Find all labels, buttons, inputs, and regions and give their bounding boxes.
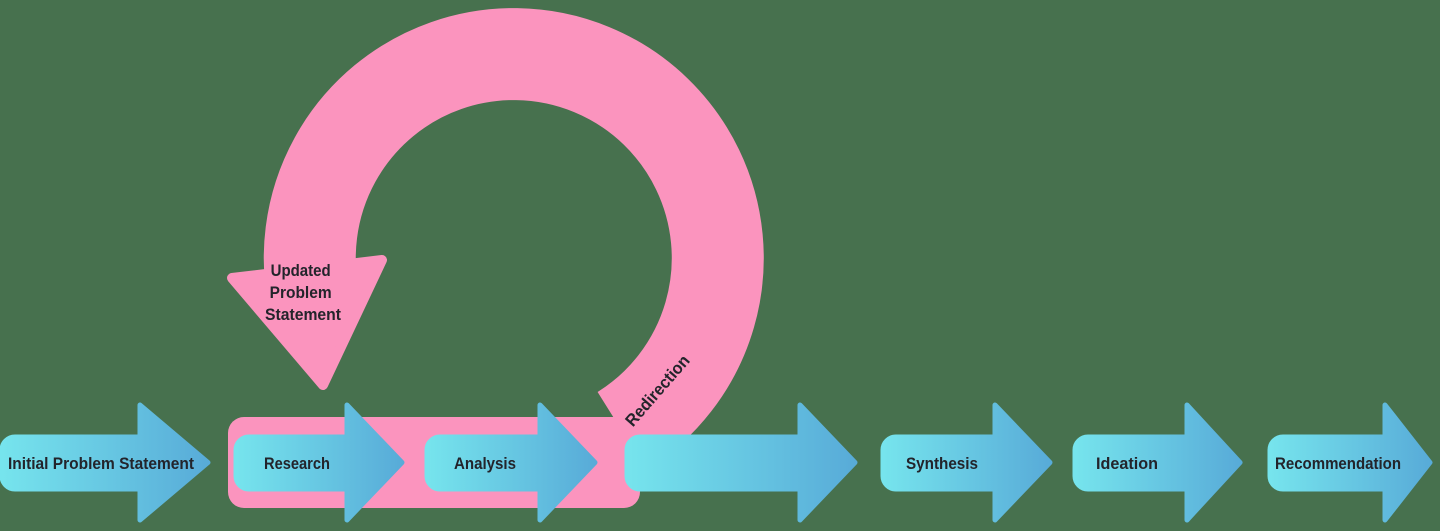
step-label-synthesis: Synthesis [906,454,978,473]
step-label-analysis: Analysis [454,454,516,473]
step-arrows [0,402,1433,523]
arrow-research [233,402,405,523]
redirection-loop-arc [263,8,764,470]
step-label-research: Research [264,454,330,473]
arrow-analysis [424,402,598,523]
loop-arrowhead-label-line3: Statement [265,305,341,324]
loop-arrowhead [227,255,387,390]
arrow-ideation [1072,402,1243,523]
step-label-recommendation: Recommendation [1275,454,1401,473]
loop-arrowhead-label-line2: Problem [270,283,332,302]
arrow-recommendation [1267,402,1433,523]
step-label-initial-problem-statement: Initial Problem Statement [8,454,194,473]
arrow-initial-problem-statement [0,402,211,523]
connector-arrow [624,402,858,523]
loop-arrowhead-label-line1: Updated [271,261,331,280]
loop-arrowhead-label: Updated Problem Statement [265,261,341,324]
step-label-ideation: Ideation [1096,454,1158,473]
arrow-synthesis [880,402,1053,523]
